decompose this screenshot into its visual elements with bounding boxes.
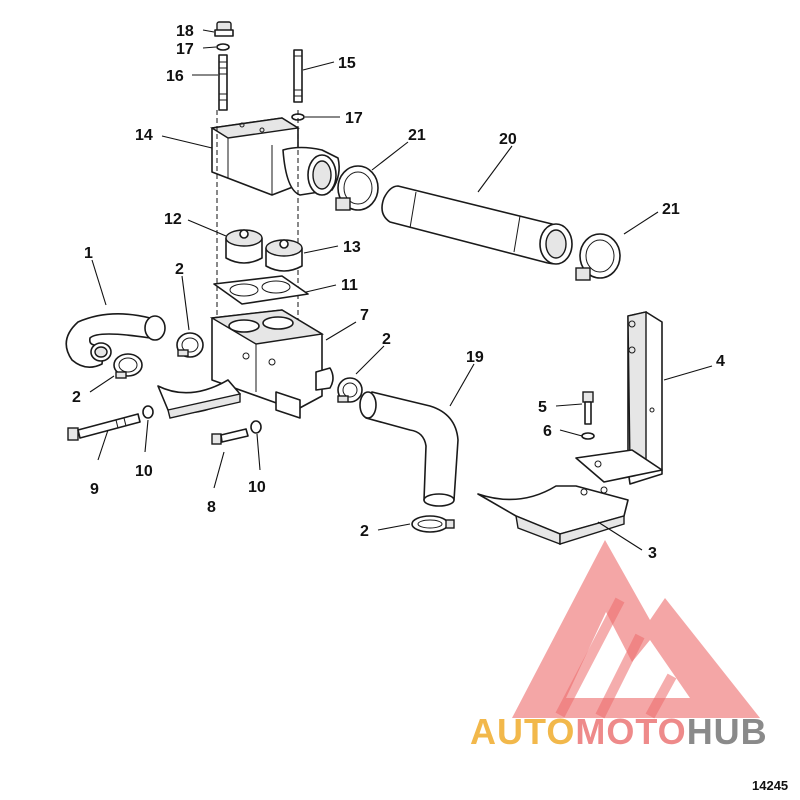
watermark-text-moto: MOTO bbox=[575, 711, 686, 752]
part-12-thermostat bbox=[225, 229, 263, 264]
callout-labels: 18 17 16 15 17 14 21 20 21 12 13 11 7 1 … bbox=[72, 23, 725, 562]
watermark-text-auto: AUTO bbox=[470, 711, 575, 752]
callout-2-clamp-d: 2 bbox=[360, 523, 369, 540]
callout-3: 3 bbox=[648, 545, 657, 562]
part-2-hose-clamp-b bbox=[176, 332, 204, 358]
part-18-cap-nut bbox=[214, 21, 234, 37]
callout-2-clamp-a: 2 bbox=[72, 389, 81, 406]
part-13-thermostat bbox=[265, 239, 303, 272]
callout-16: 16 bbox=[166, 68, 184, 85]
callout-11: 11 bbox=[341, 277, 358, 294]
callout-9: 9 bbox=[90, 481, 99, 498]
part-3-saddle-mount bbox=[477, 485, 629, 546]
part-6-washer bbox=[581, 432, 595, 440]
part-2-hose-clamp-c bbox=[337, 377, 363, 403]
watermark-text-hub: HUB bbox=[687, 711, 768, 752]
callout-2-clamp-c: 2 bbox=[382, 331, 391, 348]
part-10-washer-b bbox=[250, 420, 262, 434]
callout-17-upper: 17 bbox=[176, 41, 194, 58]
callout-2-clamp-b: 2 bbox=[175, 261, 184, 278]
watermark-logo: AUTOMOTOHUB bbox=[470, 540, 768, 752]
part-14-exhaust-elbow bbox=[210, 117, 340, 196]
callout-10-b: 10 bbox=[248, 479, 266, 496]
part-7-thermostat-housing bbox=[209, 309, 334, 419]
part-16-stud bbox=[218, 54, 228, 111]
part-2-hose-clamp-a bbox=[113, 353, 143, 379]
callout-19: 19 bbox=[466, 349, 484, 366]
callout-7: 7 bbox=[360, 307, 369, 324]
part-21-hose-clamp-right bbox=[575, 233, 621, 281]
callout-12: 12 bbox=[164, 211, 182, 228]
callout-5: 5 bbox=[538, 399, 547, 416]
callout-1: 1 bbox=[84, 245, 93, 262]
callout-13: 13 bbox=[343, 239, 361, 256]
part-9-bolt bbox=[67, 413, 141, 441]
part-20-exhaust-hose bbox=[381, 185, 573, 265]
part-10-washer-a bbox=[142, 405, 154, 419]
callout-18: 18 bbox=[176, 23, 194, 40]
part-5-screw bbox=[582, 391, 594, 425]
watermark-wordmark: AUTOMOTOHUB bbox=[470, 711, 768, 752]
part-8-bolt bbox=[211, 428, 249, 445]
leader-lines bbox=[89, 29, 713, 551]
callout-10-a: 10 bbox=[135, 463, 153, 480]
callout-21-right: 21 bbox=[662, 201, 680, 218]
callout-6: 6 bbox=[543, 423, 552, 440]
part-21-hose-clamp-upper bbox=[335, 165, 379, 211]
callout-15: 15 bbox=[338, 55, 356, 72]
part-15-stud bbox=[293, 49, 303, 103]
callout-14: 14 bbox=[135, 127, 153, 144]
watermark-triangle-icon bbox=[512, 540, 760, 718]
callout-8: 8 bbox=[207, 499, 216, 516]
callout-4: 4 bbox=[716, 353, 725, 370]
part-2-hose-clamp-d bbox=[411, 515, 455, 533]
mounting-foot-front bbox=[157, 379, 241, 419]
diagram-code: 14245 bbox=[752, 778, 788, 793]
callout-20: 20 bbox=[499, 131, 517, 148]
part-4-mounting-bracket bbox=[575, 311, 663, 485]
part-19-elbow-hose bbox=[359, 391, 459, 507]
callout-17-lower: 17 bbox=[345, 110, 363, 127]
part-17-washer-upper bbox=[216, 43, 230, 51]
part-1-u-hose bbox=[65, 313, 166, 368]
part-11-gasket bbox=[213, 275, 309, 305]
callout-21-upper: 21 bbox=[408, 127, 426, 144]
